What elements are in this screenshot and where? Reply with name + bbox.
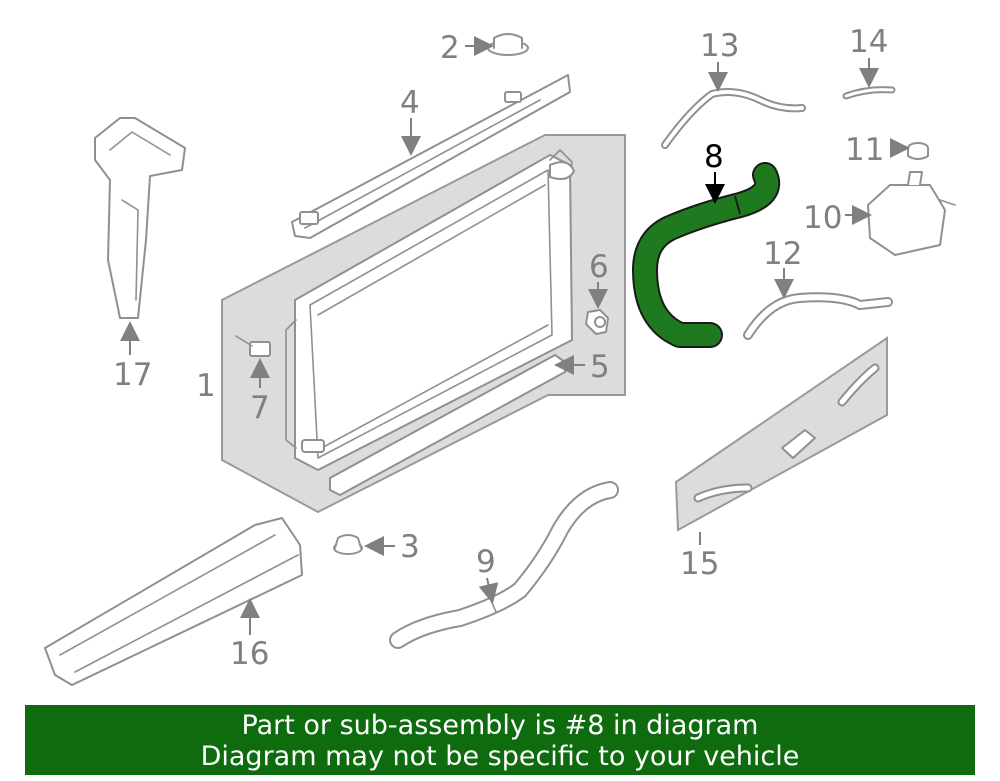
callout-7: 7: [250, 390, 270, 426]
callout-14: 14: [849, 24, 888, 60]
callout-13: 13: [700, 28, 739, 64]
lower-deflector-part-16[interactable]: [44, 517, 303, 686]
callout-5: 5: [590, 349, 610, 385]
reservoir-tank-part-10[interactable]: [867, 171, 956, 256]
callout-1: 1: [196, 368, 216, 404]
callout-4: 4: [400, 85, 420, 121]
tank-cap-part-11[interactable]: [907, 142, 929, 160]
bolt-part-7[interactable]: [235, 335, 271, 357]
callout-8: 8: [704, 139, 724, 175]
callout-16: 16: [230, 636, 269, 672]
callout-10: 10: [803, 200, 842, 236]
hose-kit-part-15[interactable]: [693, 363, 880, 503]
callout-17: 17: [113, 357, 152, 393]
hose-kit-group-background: [674, 336, 888, 532]
callout-2: 2: [440, 30, 460, 66]
radiator-part[interactable]: [285, 149, 575, 471]
callout-11: 11: [845, 132, 884, 168]
bracket-part-6[interactable]: [585, 309, 609, 335]
notice-banner: Part or sub-assembly is #8 in diagram Di…: [25, 705, 975, 775]
cap-part-2[interactable]: [487, 33, 529, 56]
banner-line-1: Part or sub-assembly is #8 in diagram: [241, 710, 759, 741]
callout-15: 15: [680, 546, 719, 582]
callout-12: 12: [763, 236, 802, 272]
banner-line-2: Diagram may not be specific to your vehi…: [200, 741, 800, 772]
callout-3: 3: [400, 529, 420, 565]
callout-6: 6: [589, 249, 609, 285]
side-air-guide-part-17[interactable]: [94, 117, 186, 319]
upper-support-part-4[interactable]: [291, 74, 571, 239]
callout-9: 9: [476, 544, 496, 580]
diagram-canvas: 1 2 3 4 5 6 7 8 9 10 11 12 13 14 15 16 1…: [44, 24, 956, 686]
mount-part-3[interactable]: [333, 534, 363, 555]
